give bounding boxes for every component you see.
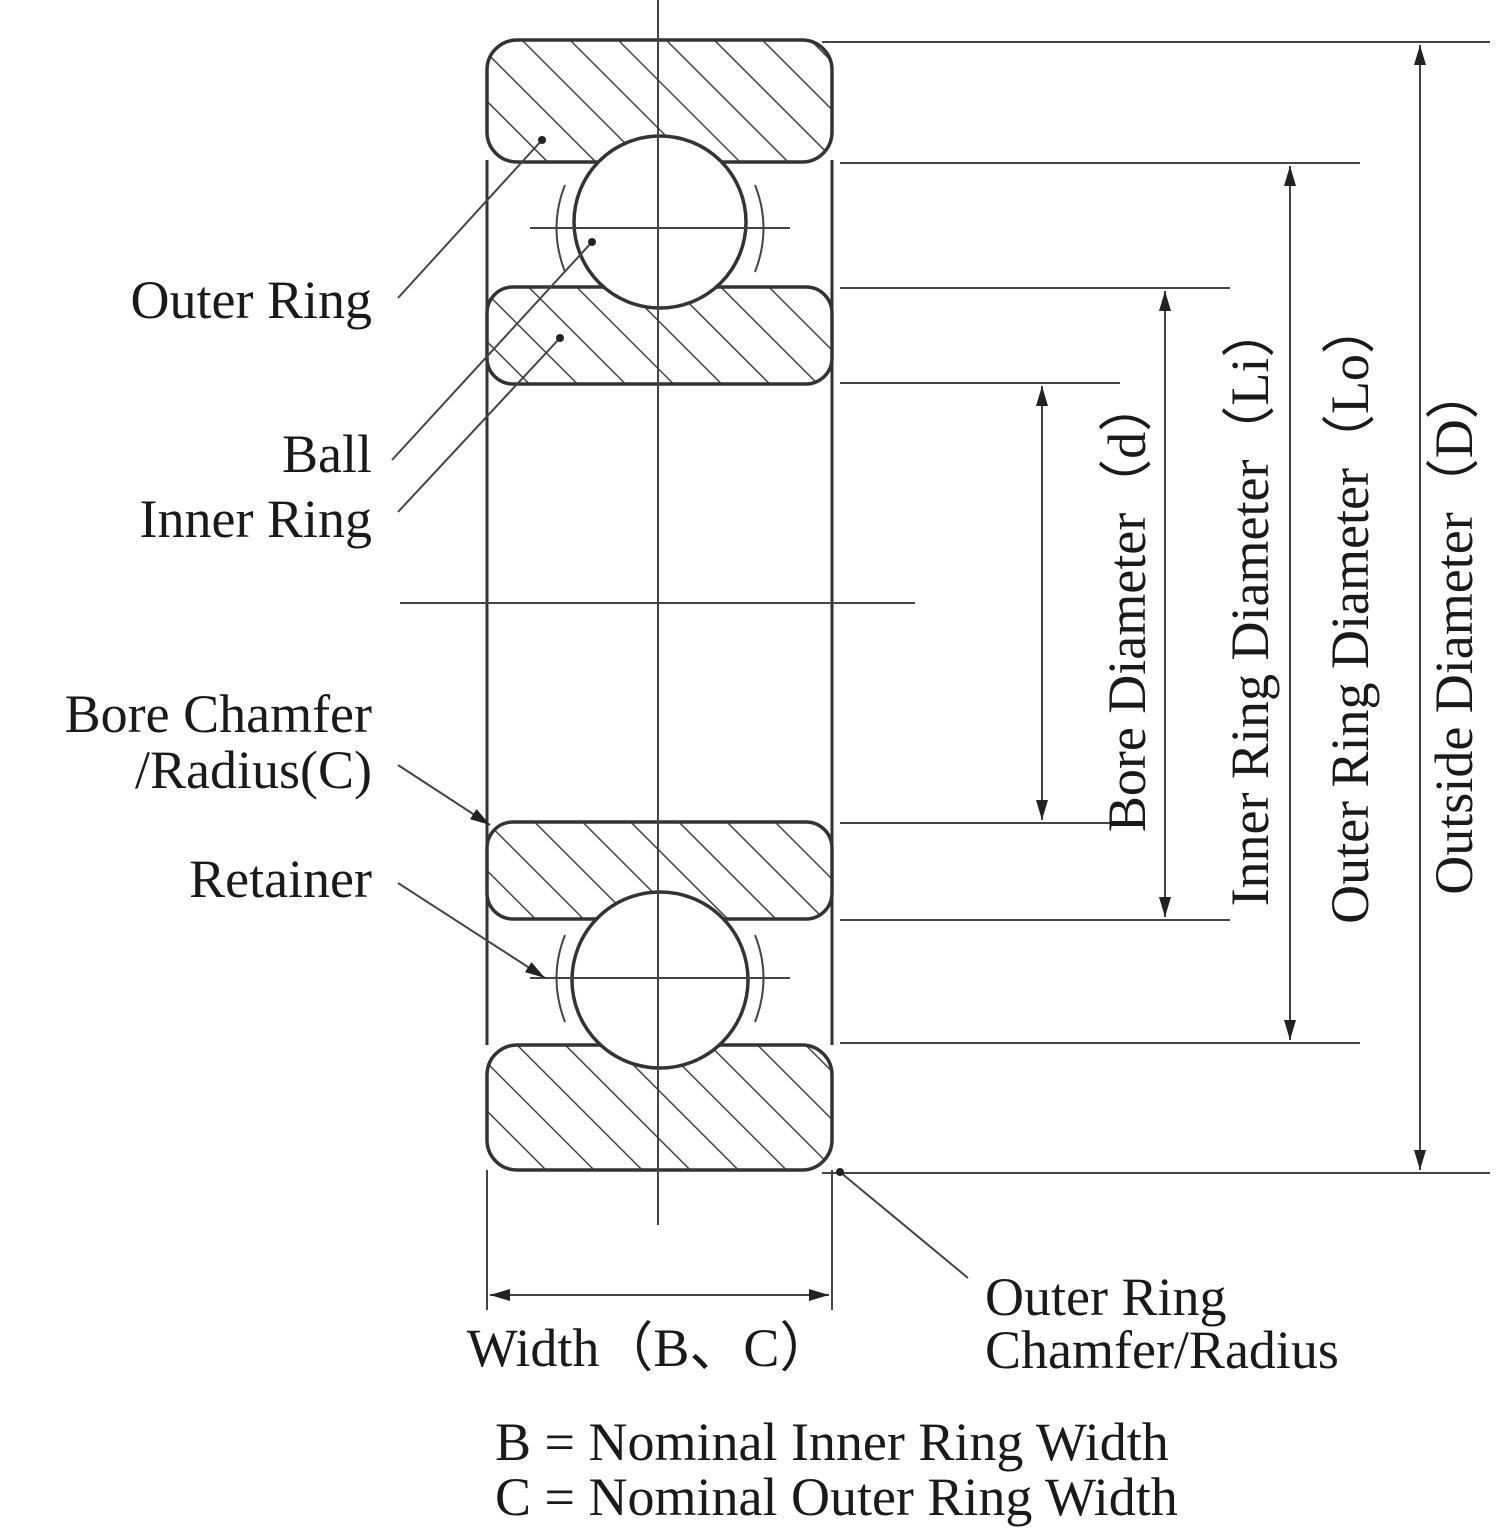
- inner-ring-leader: [397, 334, 564, 513]
- bottom-ball: [530, 890, 790, 1070]
- bore-chamfer-leader: [397, 764, 491, 826]
- bearing-section: [400, 0, 915, 1225]
- label-inner-ring: Inner Ring: [140, 489, 372, 549]
- label-width: Width（B、C）: [467, 1318, 834, 1378]
- label-outer-chamfer-1: Outer Ring: [985, 1267, 1226, 1327]
- label-bore-diameter: Bore Diameter（d）: [1097, 378, 1157, 832]
- label-outer-ring-diameter: Outer Ring Diameter（Lo）: [1320, 300, 1380, 924]
- outer-chamfer-leader: [836, 1168, 969, 1279]
- legend-b-definition: B = Nominal Inner Ring Width: [495, 1412, 1169, 1472]
- legend-c-definition: C = Nominal Outer Ring Width: [495, 1467, 1178, 1527]
- label-outer-chamfer-2: Chamfer/Radius: [985, 1320, 1339, 1380]
- label-outer-ring: Outer Ring: [131, 270, 372, 330]
- outer-ring-leader: [397, 136, 546, 299]
- retainer-leader: [397, 882, 546, 979]
- extension-lines: [486, 41, 1490, 1310]
- label-outside-diameter: Outside Diameter（D）: [1424, 365, 1484, 894]
- label-retainer: Retainer: [189, 849, 372, 909]
- dimension-arrows: [490, 45, 1426, 1301]
- label-ball: Ball: [282, 424, 372, 484]
- leader-lines: [391, 136, 969, 1279]
- label-bore-chamfer-2: /Radius(C): [135, 740, 372, 800]
- ball-leader: [391, 238, 596, 461]
- top-ball: [530, 134, 790, 310]
- label-bore-chamfer-1: Bore Chamfer: [65, 684, 372, 744]
- label-inner-ring-diameter: Inner Ring Diameter（Li）: [1220, 304, 1280, 907]
